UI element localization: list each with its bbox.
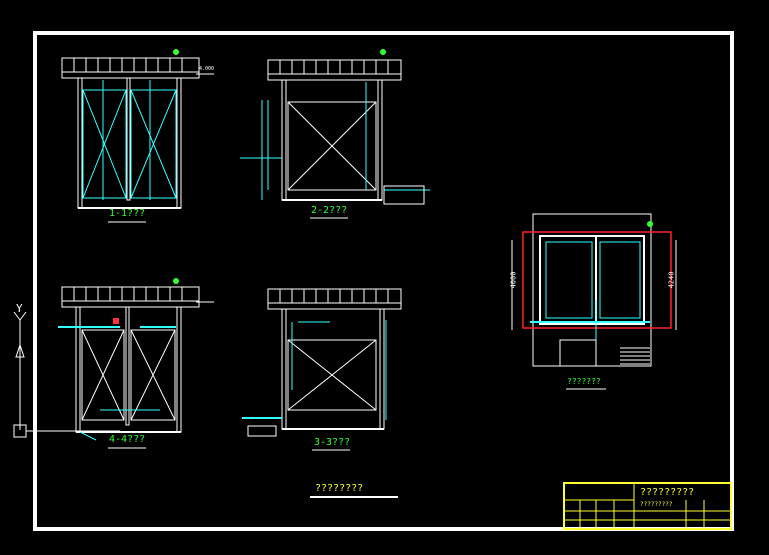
- plan-dim-left: 4000: [509, 271, 518, 289]
- title-block-subtitle: ?????????: [640, 501, 673, 508]
- title-block-title: ?????????: [640, 487, 695, 498]
- caption-underlines: [108, 217, 606, 498]
- ucs-y-label: Y: [16, 302, 23, 315]
- section-2-2-label: 2-2???: [311, 205, 348, 216]
- plan-view-label: ???????: [567, 377, 601, 386]
- sheet-border: [33, 31, 734, 531]
- level-mark: 4.000: [199, 66, 215, 72]
- ucs-icon: [13, 311, 120, 438]
- plan-dim-right: 4240: [667, 271, 676, 289]
- section-4-4-label: 4-4???: [109, 434, 146, 445]
- title-block: [563, 482, 732, 530]
- plan-view-drawing: [511, 213, 677, 367]
- section-3-3-drawing: [242, 288, 402, 437]
- section-1-1-drawing: [61, 49, 214, 209]
- section-4-4-drawing: [58, 278, 214, 441]
- section-3-3-label: 3-3???: [314, 437, 351, 448]
- main-caption: ????????: [315, 483, 364, 494]
- section-1-1-label: 1-1???: [109, 208, 146, 219]
- section-2-2-drawing: [240, 49, 430, 205]
